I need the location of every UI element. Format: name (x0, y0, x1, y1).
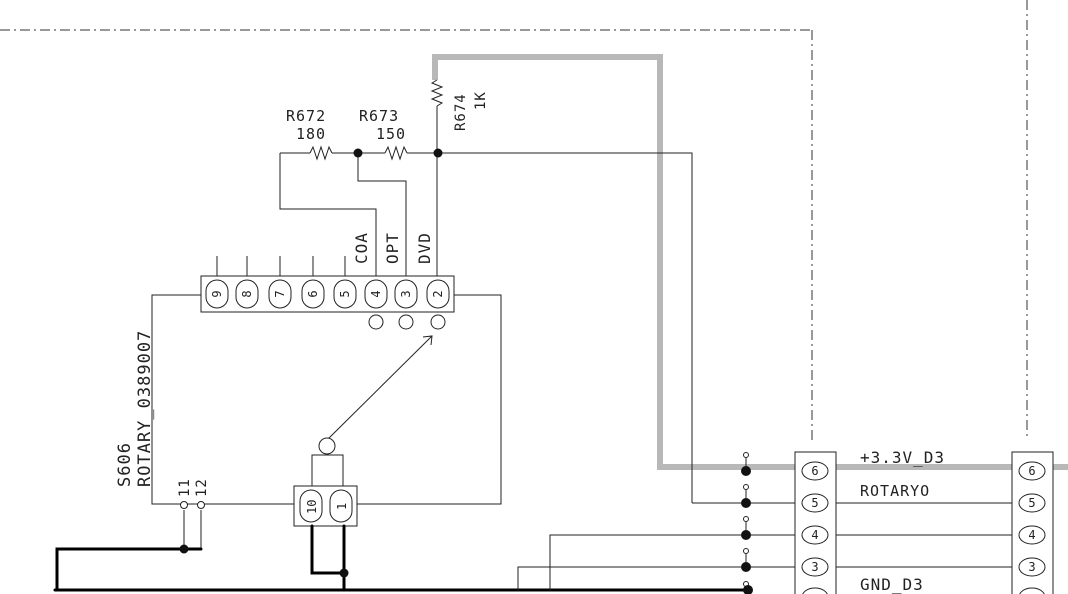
connector-left-pin-5-oval (801, 493, 829, 513)
switch-pin-4-label: 4 (369, 290, 383, 297)
ground-wire-left (55, 547, 203, 592)
switch-pin-12-label: 12 (194, 478, 210, 497)
connector-right-pin-3-oval (1018, 557, 1046, 577)
junction-dot (741, 562, 751, 572)
connector-right-pin-5-label: 5 (1028, 496, 1035, 510)
switch-pin-9-oval (205, 279, 229, 309)
switch-pin-2-oval (426, 279, 450, 309)
switch-pin-7-label: 7 (273, 290, 287, 297)
connector-left-pin-4-label: 4 (811, 528, 818, 542)
switch-ref: S606 (115, 442, 135, 487)
r672-ref: R672 (286, 107, 326, 125)
junction-dot (741, 498, 751, 508)
connector-left-pins: 6 5 4 3 (801, 461, 829, 594)
switch-pin-11-terminal (180, 501, 188, 509)
junction-dot (353, 148, 363, 158)
connector-right-pin-3-label: 3 (1028, 560, 1035, 574)
switch-pin-2-label: 2 (431, 290, 445, 297)
r673-value: 150 (376, 125, 406, 143)
connector-net-wires (357, 502, 795, 590)
junction-dot (741, 530, 751, 540)
connector-right-pin-partial-oval (1019, 587, 1045, 594)
switch-top-pin-group: 9 8 7 6 5 4 3 2 (205, 279, 450, 309)
connector-left-pin-3-label: 3 (811, 560, 818, 574)
switch-part-number: ROTARY_0389007 (135, 330, 155, 487)
r673-resistor (384, 145, 408, 161)
junction-dot (179, 544, 189, 554)
connector-right-pin-6-label: 6 (1028, 464, 1035, 478)
switch-top-pin-leads (216, 256, 346, 285)
test-point-terminal (743, 452, 749, 458)
r673-ref: R673 (359, 107, 399, 125)
test-point-terminal (743, 548, 749, 554)
junction-dot (741, 466, 751, 476)
switch-pin-10-label: 10 (305, 500, 319, 514)
switch-pin-5-oval (333, 279, 357, 309)
connector-right-pin-4-label: 4 (1028, 528, 1035, 542)
ground-wire-switch (310, 524, 346, 592)
connector-right-pin-4-oval (1018, 525, 1046, 545)
switch-side-pin-leads (183, 510, 202, 549)
switch-pin-11-label: 11 (177, 478, 193, 497)
junction-dot (743, 585, 753, 594)
switch-bottom-pin-housing (311, 454, 344, 487)
junction-dot (339, 568, 349, 578)
switch-pin-6-label: 6 (306, 290, 320, 297)
connector-right-pin-6-oval (1018, 461, 1046, 481)
r674-ref: R674 (453, 93, 469, 131)
switch-pin-4-oval (364, 279, 388, 309)
pin-label-coa: COA (352, 232, 371, 264)
r674-value: 1K (473, 91, 489, 110)
switch-position-indicator (430, 314, 446, 330)
switch-pin-9-label: 9 (210, 290, 224, 297)
switch-pin-8-label: 8 (240, 290, 254, 297)
switch-pin-8-oval (235, 279, 259, 309)
connector-right-pins: 6 5 4 3 (1018, 461, 1046, 594)
net-label-3v3: +3.3V_D3 (860, 448, 945, 467)
test-point-group (741, 452, 753, 594)
pin-label-opt: OPT (383, 232, 402, 264)
connector-right-pin-5-oval (1018, 493, 1046, 513)
connector-left-pin-5-label: 5 (811, 496, 818, 510)
power-bus-trace (432, 54, 1068, 470)
net-label-gnd: GND_D3 (860, 575, 924, 594)
connector-left-pin-partial-oval (802, 587, 828, 594)
test-point-terminal (743, 484, 749, 490)
net-label-rotary: ROTARYO (860, 482, 930, 500)
test-point-terminal (743, 516, 749, 522)
switch-pin-12-terminal (197, 501, 205, 509)
switch-pin-3-oval (394, 279, 418, 309)
switch-wiper-knob (318, 437, 336, 455)
connector-left-pin-6-oval (801, 461, 829, 481)
switch-position-indicator (368, 314, 384, 330)
r672-value: 180 (296, 125, 326, 143)
connector-right-wires (836, 502, 1012, 568)
pin-label-dvd: DVD (415, 232, 434, 264)
switch-pin-6-oval (301, 279, 325, 309)
switch-pin-7-oval (268, 279, 292, 309)
switch-pin-1-oval (329, 489, 353, 523)
connector-left-pin-4-oval (801, 525, 829, 545)
r672-resistor (309, 145, 333, 161)
switch-pin-3-label: 3 (399, 290, 413, 297)
switch-wiper-line (326, 335, 433, 441)
r674-resistor (430, 79, 444, 107)
connector-left-pin-6-label: 6 (811, 464, 818, 478)
switch-pin-5-label: 5 (338, 290, 352, 297)
junction-dot (433, 148, 443, 158)
switch-pin-1-label: 1 (335, 503, 349, 510)
connector-left-pin-3-oval (801, 557, 829, 577)
switch-position-indicator (398, 314, 414, 330)
switch-pin-10-oval (299, 489, 323, 523)
switch-wiper-arrowhead (422, 335, 433, 346)
